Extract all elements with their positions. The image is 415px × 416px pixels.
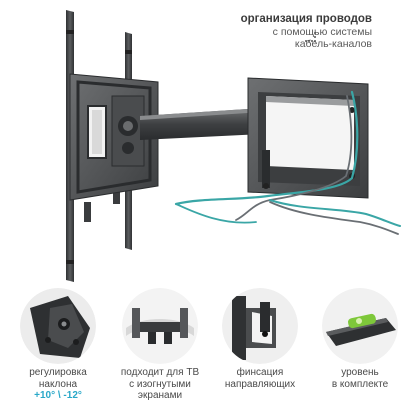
feature-curved-line-2: с изогнутыми: [129, 378, 191, 390]
feature-tilt-range: +10° \ -12°: [34, 390, 82, 401]
wall-plate: [247, 77, 369, 199]
feature-level-label: уровень в комплекте: [308, 367, 412, 390]
feature-tilt-line-1: регулировка: [29, 367, 87, 378]
rail-lock-photo: [222, 288, 298, 364]
feature-lock-line-1: финсация: [236, 367, 284, 378]
tv-wall-mount-illustration: [66, 10, 401, 282]
feature-tilt-label: регулировка наклона +10° \ -12°: [6, 367, 110, 402]
feature-curved-line-3: экранами: [137, 390, 183, 401]
feature-level-line-1: уровень: [341, 367, 379, 378]
cable-management-title: организация проводов: [240, 13, 372, 25]
tilt-adjustment-photo: [20, 288, 96, 364]
cables: [174, 90, 401, 235]
feature-curved-label: подходит для ТВ с изогнутыми экранами: [106, 367, 214, 402]
feature-level-line-2: в комплекте: [331, 378, 389, 390]
extension-arm: [140, 108, 262, 140]
feature-tilt-line-2: наклона: [38, 378, 78, 390]
feature-lock-label: финсация направляющих: [208, 367, 312, 390]
dots-leader-icon: [305, 32, 316, 42]
cable-management-subtitle-line-1: с помощью системы: [272, 26, 372, 38]
curved-tv-photo: [122, 288, 198, 364]
bubble-level-photo: [322, 288, 398, 364]
feature-lock-line-2: направляющих: [224, 378, 296, 390]
feature-curved-line-1: подходит для ТВ: [120, 367, 200, 378]
vesa-plate: [69, 73, 159, 201]
